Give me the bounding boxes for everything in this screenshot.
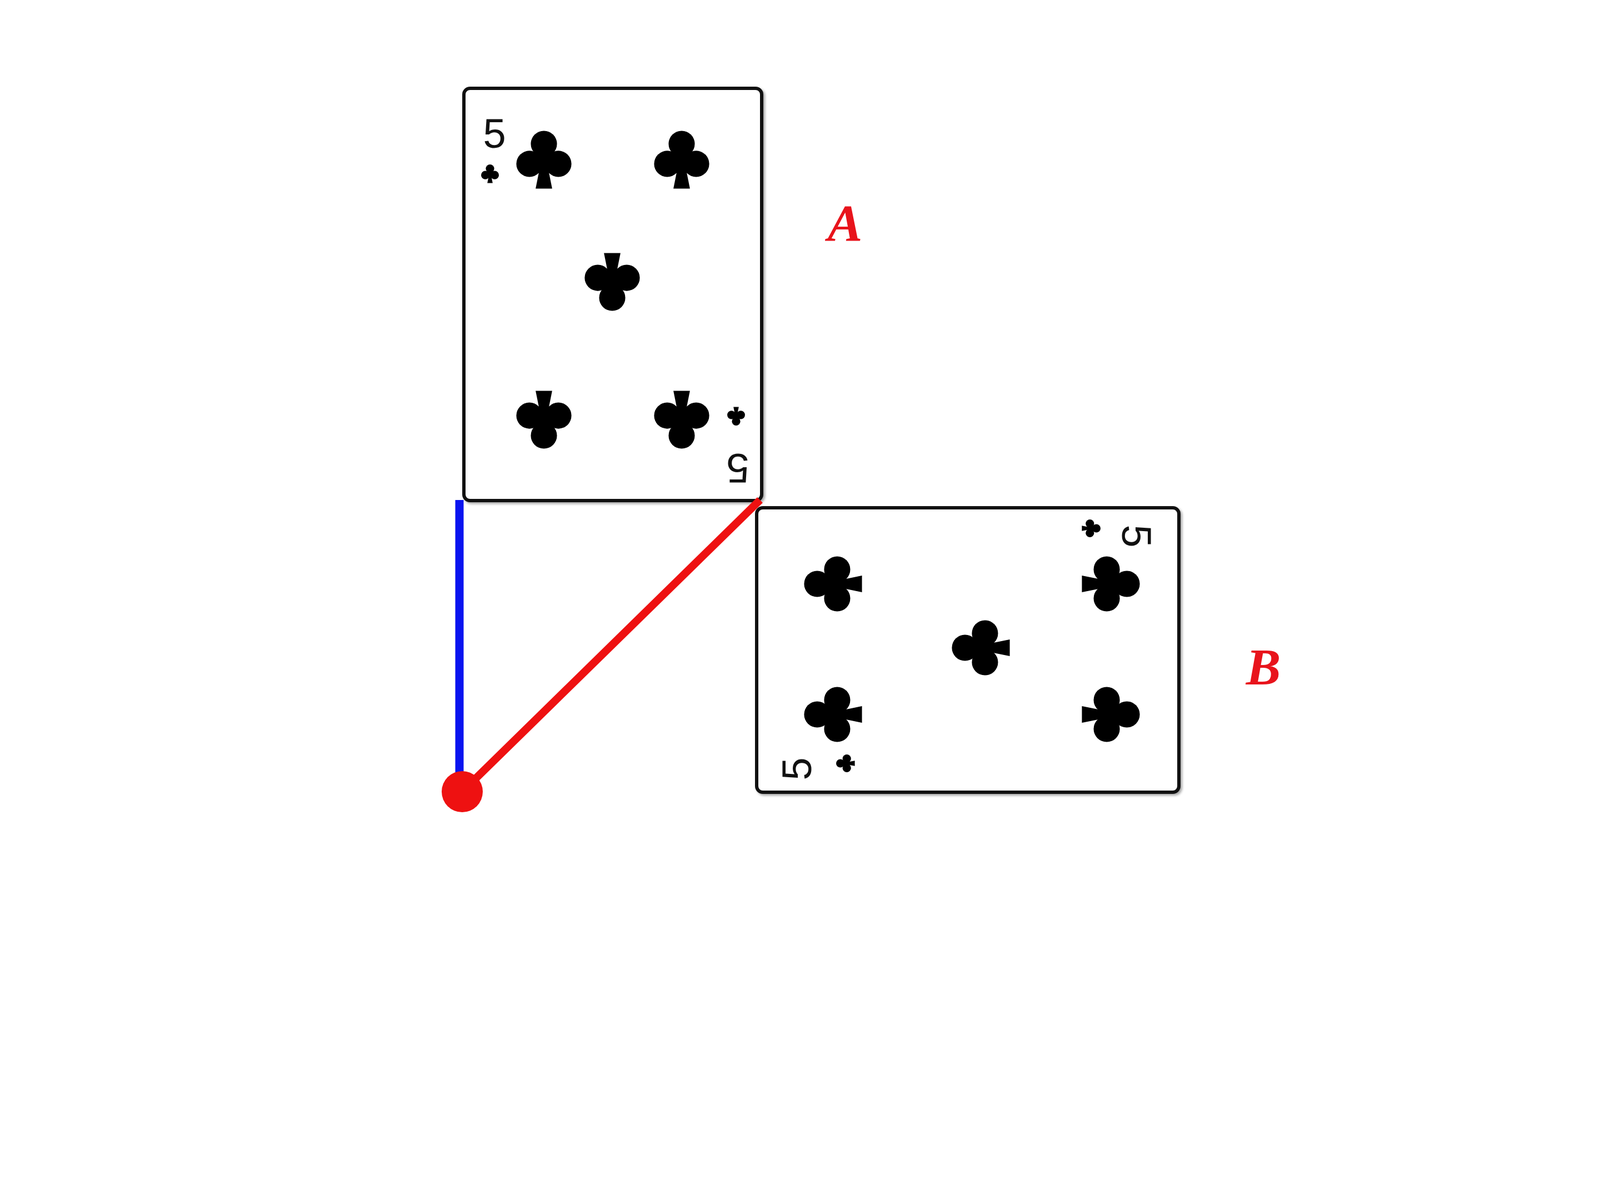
card-label: B <box>1246 640 1282 693</box>
card-index: 5 <box>726 447 749 489</box>
red-point <box>441 771 483 813</box>
card-index: 5 <box>1115 524 1157 548</box>
card-b-pips <box>803 519 1140 773</box>
card-index: 5 <box>776 757 818 780</box>
card-a-pips <box>481 130 745 449</box>
blue-segment <box>455 500 464 791</box>
red-segment <box>462 500 760 792</box>
playing-card: 55A <box>462 86 764 503</box>
playing-card: 55B <box>755 506 1181 794</box>
card-index: 5 <box>482 113 506 155</box>
card-label: A <box>827 196 863 249</box>
